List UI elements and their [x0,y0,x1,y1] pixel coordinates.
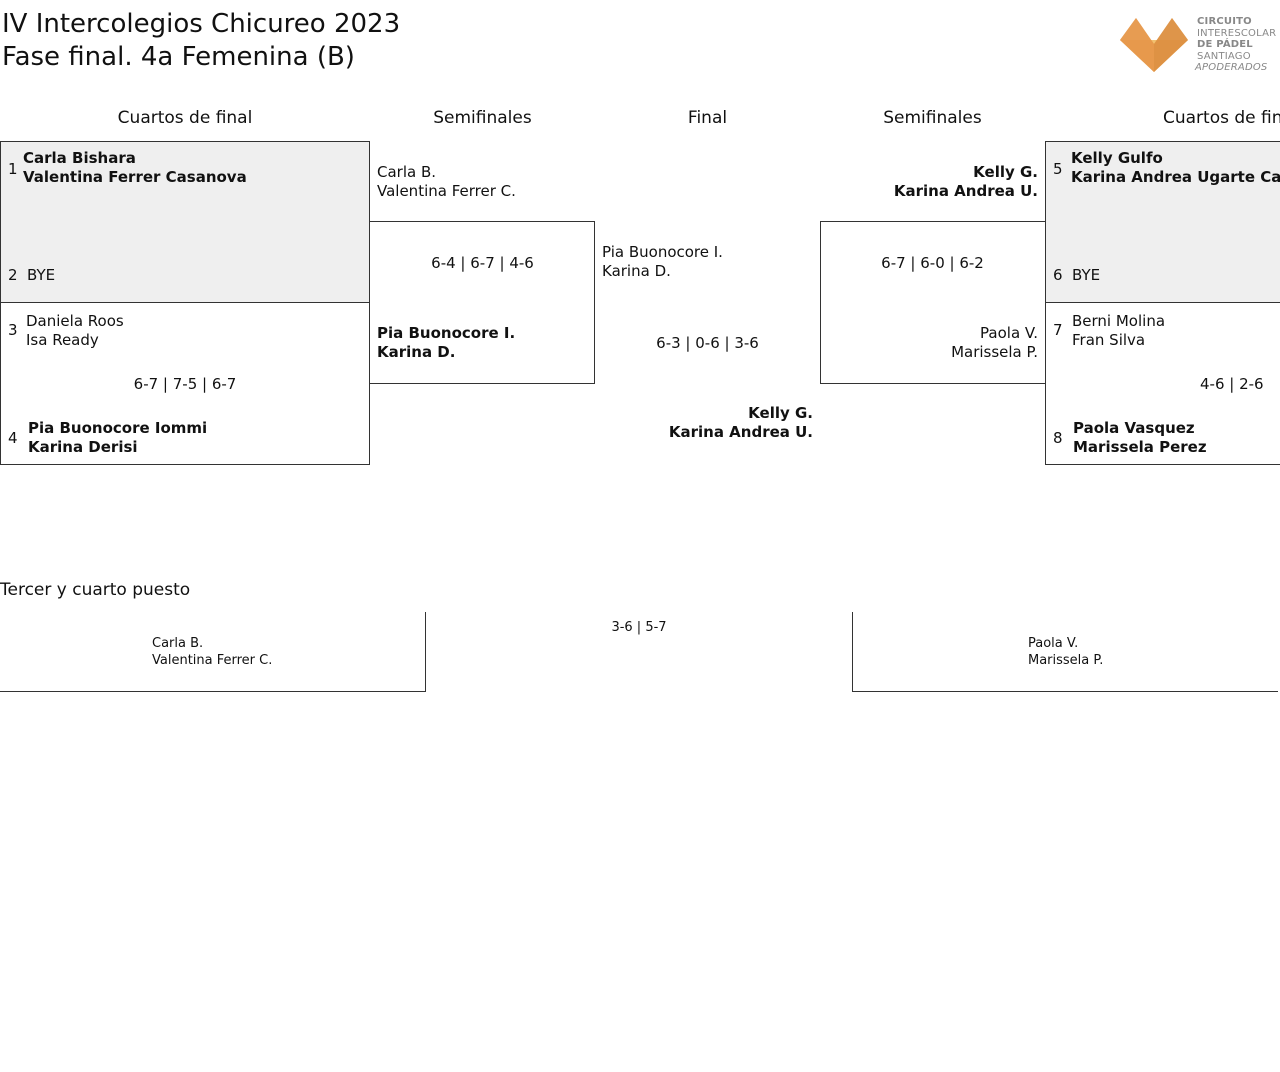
round-header-qf-right: Cuartos de fin [1163,108,1280,128]
round-header-sf-left: Semifinales [433,108,532,128]
third-place-team-right: Paola V. Marissela P. [852,612,1278,692]
circuit-logo: CIRCUITO INTERESCOLAR DE PÁDEL SANTIAGO … [1118,14,1278,76]
fox-head-logo-icon [1120,18,1188,72]
match-score: 6-7 | 6-0 | 6-2 [881,254,984,272]
seed-number: 1 [8,160,18,178]
team-player-1: Pia Buonocore Iommi [28,419,208,437]
bracket-line [820,221,1045,222]
team-player-2: Marissela P. [1028,653,1104,668]
team-player-1: Carla B. [377,163,437,181]
seed-number: 2 [8,266,18,284]
team-player-2: Karina D. [602,262,671,280]
page-title: IV Intercolegios Chicureo 2023 [2,9,401,39]
logo-line-3: DE PÁDEL [1197,39,1253,50]
team-player-1: Paola V. [980,324,1038,342]
logo-line-1: CIRCUITO [1197,16,1252,27]
bracket-line [820,221,821,384]
bracket-line [370,221,595,222]
seed-number: 4 [8,429,18,447]
bracket-line [852,612,853,692]
match-score: 6-4 | 6-7 | 4-6 [431,254,534,272]
team-player-2: Marissela Perez [1073,438,1207,456]
bracket-line [594,221,595,384]
team-player-2: Karina D. [377,343,456,361]
team-player-2: Valentina Ferrer Casanova [23,168,247,186]
seed-number: 3 [8,321,18,339]
team-player-2: Karina Derisi [28,438,138,456]
team-player-2: Fran Silva [1072,331,1146,349]
team-player-1: Berni Molina [1072,312,1166,330]
team-player-2: Valentina Ferrer C. [377,182,516,200]
third-place-team-left: Carla B. Valentina Ferrer C. [0,612,426,692]
team-player-1: Carla B. [152,636,204,651]
team-player-1: Pia Buonocore I. [602,243,723,261]
bracket-line [852,691,1278,692]
bracket-line [0,691,426,692]
bracket-line [370,383,595,384]
qf-right-match-1: 5 Kelly Gulfo Karina Andrea Ugarte Canci… [1045,141,1280,303]
team-player-1: Daniela Roos [26,312,124,330]
team-player-2: Karina Andrea Ugarte Canci [1071,168,1280,186]
bracket-line [820,383,1045,384]
team-player-1: Pia Buonocore I. [377,324,516,342]
third-place-score: 3-6 | 5-7 [611,620,667,635]
team-bye: BYE [27,266,56,284]
round-header-qf-left: Cuartos de final [117,108,253,128]
match-score: 4-6 | 2-6 [1200,375,1264,393]
qf-right-match-2: 7 Berni Molina Fran Silva 4-6 | 2-6 8 Pa… [1045,302,1280,465]
team-player-1: Kelly Gulfo [1071,149,1163,167]
team-player-1: Kelly G. [973,163,1038,181]
team-player-1: Carla Bishara [23,149,136,167]
match-score: 6-3 | 0-6 | 3-6 [656,334,759,352]
qf-left-match-2: 3 Daniela Roos Isa Ready 6-7 | 7-5 | 6-7… [0,302,370,465]
logo-line-5: APODERADOS [1195,62,1268,73]
team-player-1: Kelly G. [748,404,813,422]
team-player-2: Marissela P. [951,343,1038,361]
seed-number: 8 [1053,429,1063,447]
sf-left-match: Carla B. Valentina Ferrer C. 6-4 | 6-7 |… [370,141,595,384]
seed-number: 7 [1053,321,1063,339]
team-player-2: Isa Ready [26,331,99,349]
team-player-1: Paola V. [1028,636,1079,651]
match-score: 6-7 | 7-5 | 6-7 [133,375,237,393]
third-place-heading: Tercer y cuarto puesto [0,580,191,600]
qf-left-match-1: 1 Carla Bishara Valentina Ferrer Casanov… [0,141,370,303]
sf-right-match: Kelly G. Karina Andrea U. 6-7 | 6-0 | 6-… [820,141,1045,384]
logo-line-2: INTERESCOLAR [1197,27,1277,39]
team-player-2: Karina Andrea U. [668,423,813,441]
team-bye: BYE [1072,266,1101,284]
round-header-final: Final [687,108,728,128]
team-player-2: Karina Andrea U. [893,182,1038,200]
bracket-line [425,612,426,692]
seed-number: 6 [1053,266,1063,284]
team-player-2: Valentina Ferrer C. [152,653,273,668]
seed-number: 5 [1053,160,1063,178]
logo-line-4: SANTIAGO [1197,50,1251,62]
page-subtitle: Fase final. 4a Femenina (B) [2,42,355,72]
team-player-1: Paola Vasquez [1073,419,1195,437]
round-header-sf-right: Semifinales [883,108,982,128]
final-match: Pia Buonocore I. Karina D. 6-3 | 0-6 | 3… [595,221,820,464]
